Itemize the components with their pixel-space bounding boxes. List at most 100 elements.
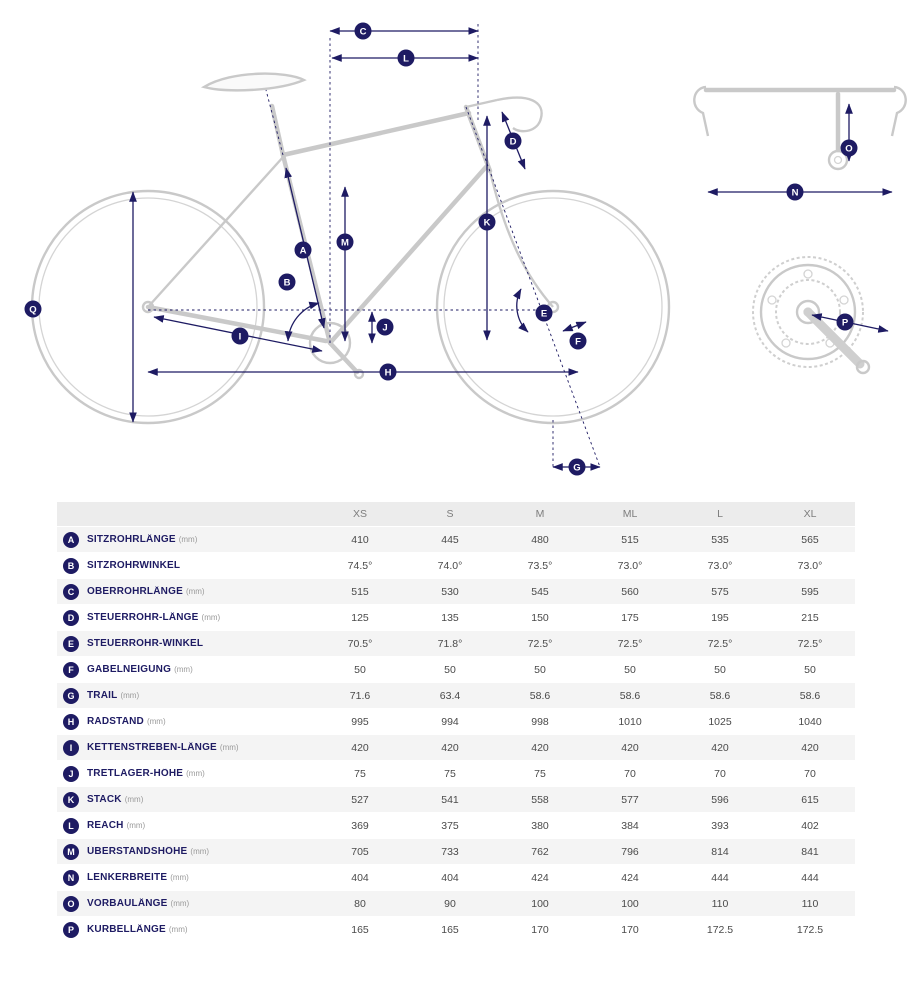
geo-value-cell: 444 <box>711 871 729 884</box>
row-badge-cell: J <box>57 765 87 782</box>
geo-value-cell: 165 <box>351 923 369 936</box>
geo-value-cell: 50 <box>444 663 456 676</box>
geo-value-cell: 58.6 <box>709 689 731 702</box>
row-label-cell: LENKERBREITE(mm) <box>87 872 315 883</box>
row-badge-cell: G <box>57 687 87 704</box>
crankset-view <box>752 256 871 375</box>
geo-value-cell: 58.6 <box>529 689 551 702</box>
svg-text:O: O <box>845 143 852 154</box>
geo-value-cell: 135 <box>441 611 459 624</box>
svg-text:L: L <box>403 53 409 64</box>
row-letter-badge: I <box>63 739 79 756</box>
row-badge-cell: H <box>57 713 87 730</box>
geo-value-cell: 100 <box>531 897 549 910</box>
geo-unit: (mm) <box>178 535 198 544</box>
measure-badge-q: Q <box>24 300 42 318</box>
row-label-cell: ÜBERSTANDSHÖHE(mm) <box>87 846 315 857</box>
size-column-header: L <box>717 508 723 520</box>
measure-badge-l: L <box>397 49 415 67</box>
geo-unit: (mm) <box>201 613 221 622</box>
geo-value-cell: 170 <box>621 923 639 936</box>
size-column-header: XL <box>803 508 817 520</box>
row-letter-badge: L <box>63 817 79 834</box>
geo-value-cell: 72.5° <box>617 637 643 650</box>
geo-value-cell: 560 <box>621 585 639 598</box>
geo-unit: (mm) <box>126 821 146 830</box>
reference-lines <box>148 24 601 468</box>
geo-value-cell: 595 <box>801 585 819 598</box>
geo-label: STACK <box>87 794 122 805</box>
row-badge-cell: E <box>57 635 87 652</box>
geo-value-cell: 424 <box>531 871 549 884</box>
svg-text:E: E <box>541 308 547 319</box>
geo-value-cell: 58.6 <box>799 689 821 702</box>
row-letter-badge: M <box>63 843 79 860</box>
svg-text:I: I <box>239 331 242 342</box>
row-label-cell: KURBELLÄNGE(mm) <box>87 924 315 935</box>
geo-value-cell: 74.5° <box>347 559 373 572</box>
handlebar-top-view <box>693 85 907 171</box>
geo-value-cell: 380 <box>531 819 549 832</box>
geo-value-cell: 72.5° <box>527 637 553 650</box>
geo-value-cell: 70 <box>624 767 636 780</box>
geo-unit: (mm) <box>168 925 188 934</box>
geo-label: TRETLAGER-HÖHE <box>87 768 184 779</box>
measure-badge-j: J <box>376 318 394 336</box>
row-label-cell: SITZROHRWINKEL <box>87 560 315 571</box>
row-letter-badge: B <box>63 557 79 574</box>
geo-unit: (mm) <box>174 665 193 674</box>
measure-badge-i: I <box>231 327 249 345</box>
svg-text:H: H <box>385 367 392 378</box>
geo-unit: (mm) <box>185 587 205 596</box>
geo-value-cell: 170 <box>531 923 549 936</box>
row-label-cell: TRAIL(mm) <box>87 690 315 701</box>
measure-badge-m: M <box>336 233 354 251</box>
row-label-cell: KETTENSTREBEN-LÄNGE(mm) <box>87 742 315 753</box>
geo-value-cell: 63.4 <box>439 689 461 702</box>
geo-value-cell: 515 <box>351 585 369 598</box>
geo-value-cell: 74.0° <box>437 559 463 572</box>
row-badge-cell: L <box>57 817 87 834</box>
geo-value-cell: 420 <box>621 741 639 754</box>
geo-value-cell: 575 <box>711 585 729 598</box>
row-label-cell: STEUERROHR-LÄNGE(mm) <box>87 612 315 623</box>
geo-value-cell: 1010 <box>618 715 642 728</box>
row-label-cell: SITZROHRLÄNGE(mm) <box>87 534 315 545</box>
geo-value-cell: 165 <box>441 923 459 936</box>
geo-value-cell: 615 <box>801 793 819 806</box>
geo-value-cell: 375 <box>441 819 459 832</box>
row-badge-cell: O <box>57 895 87 912</box>
geo-value-cell: 995 <box>351 715 369 728</box>
geo-value-cell: 75 <box>444 767 456 780</box>
geo-value-cell: 404 <box>351 871 369 884</box>
geo-unit: (mm) <box>170 873 189 882</box>
geo-value-cell: 480 <box>531 533 549 546</box>
geo-value-cell: 565 <box>801 533 819 546</box>
geo-value-cell: 70 <box>804 767 816 780</box>
geo-value-cell: 72.5° <box>797 637 823 650</box>
geo-unit: (mm) <box>219 743 239 752</box>
measurement-arrows <box>129 27 893 471</box>
svg-text:F: F <box>575 336 581 347</box>
svg-text:N: N <box>792 187 799 198</box>
geo-value-cell: 814 <box>711 845 729 858</box>
geo-value-cell: 541 <box>441 793 459 806</box>
geo-value-cell: 994 <box>441 715 459 728</box>
svg-text:A: A <box>300 245 307 256</box>
svg-text:B: B <box>284 277 291 288</box>
row-badge-cell: F <box>57 661 87 678</box>
svg-text:P: P <box>842 317 849 328</box>
geo-value-cell: 172.5 <box>706 923 734 936</box>
geo-value-cell: 841 <box>801 845 819 858</box>
